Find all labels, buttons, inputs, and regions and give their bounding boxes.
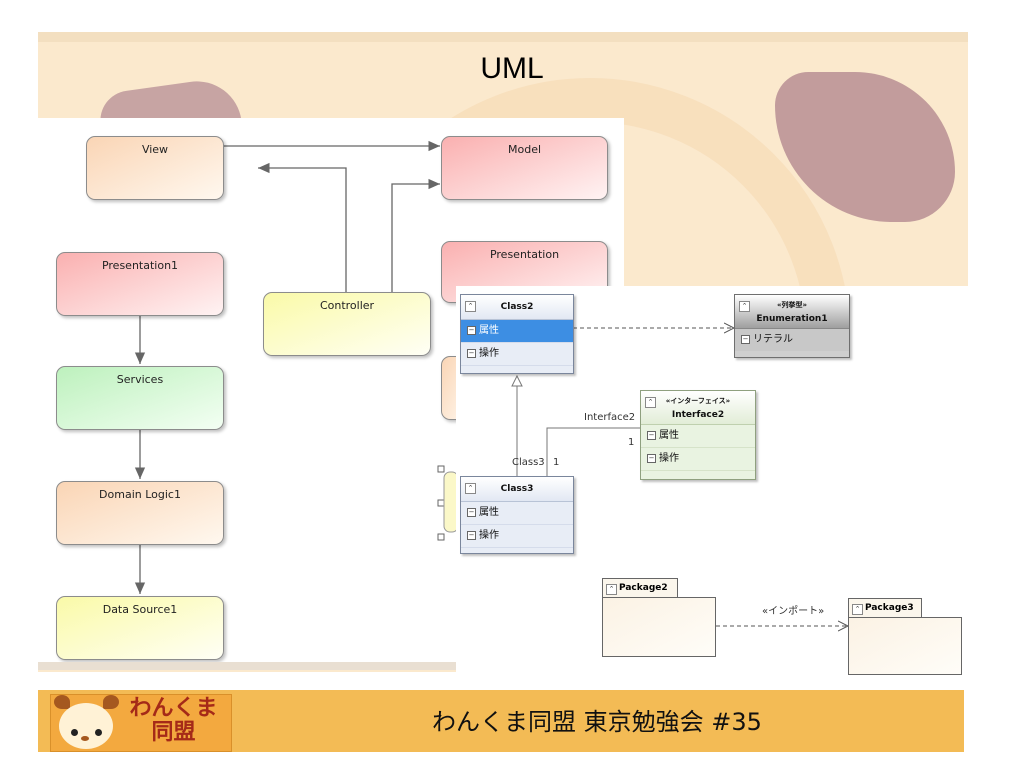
presentation-label: Presentation bbox=[489, 248, 560, 261]
package2-tab[interactable]: ⌃ Package2 bbox=[602, 578, 678, 598]
package3-body[interactable] bbox=[848, 617, 962, 675]
package2-name: Package2 bbox=[619, 583, 668, 593]
package2-body[interactable] bbox=[602, 597, 716, 657]
bear-eye-left bbox=[71, 729, 78, 736]
minus-icon[interactable]: − bbox=[467, 530, 476, 540]
enumeration1-literals-label: リテラル bbox=[753, 334, 793, 345]
model-label: Model bbox=[507, 143, 542, 156]
interface2-stereotype: «インターフェイス» bbox=[665, 397, 731, 405]
logo-line1: わんくま bbox=[129, 696, 218, 721]
bear-logo-icon bbox=[59, 703, 113, 749]
class3-role-label: Class3 bbox=[512, 457, 545, 468]
class3-operations-row[interactable]: −操作 bbox=[461, 525, 573, 548]
interface2-multiplicity-label: 1 bbox=[628, 437, 635, 448]
minus-icon[interactable]: − bbox=[467, 507, 476, 517]
view-box[interactable]: View bbox=[86, 136, 224, 200]
class3-operations-label: 操作 bbox=[479, 530, 499, 541]
presentation1-box[interactable]: Presentation1 bbox=[56, 252, 224, 316]
class3-multiplicity-label: 1 bbox=[553, 457, 560, 468]
class3-interface2-association bbox=[546, 427, 640, 476]
class2-operations-row[interactable]: −操作 bbox=[461, 343, 573, 366]
class2-attributes-label: 属性 bbox=[479, 325, 499, 336]
interface2-header: ⌃ «インターフェイス» Interface2 bbox=[641, 391, 755, 425]
interface2-role-label: Interface2 bbox=[584, 412, 636, 423]
class2-box[interactable]: ⌃ Class2 −属性 −操作 bbox=[460, 294, 574, 374]
enumeration1-literals-row[interactable]: −リテラル bbox=[735, 329, 849, 351]
services-label: Services bbox=[116, 373, 164, 386]
enumeration1-name: Enumeration1 bbox=[756, 314, 828, 324]
package3-name: Package3 bbox=[865, 603, 914, 613]
logo-text: わんくま 同盟 bbox=[121, 697, 226, 745]
presentation1-label: Presentation1 bbox=[101, 259, 179, 272]
domain-logic1-box[interactable]: Domain Logic1 bbox=[56, 481, 224, 545]
minus-icon[interactable]: − bbox=[647, 453, 656, 463]
slide-title: UML bbox=[480, 52, 544, 85]
enumeration1-box[interactable]: ⌃ «列挙型» Enumeration1 −リテラル bbox=[734, 294, 850, 358]
interface2-attributes-label: 属性 bbox=[659, 430, 679, 441]
collapse-icon[interactable]: ⌃ bbox=[465, 301, 476, 312]
services-box[interactable]: Services bbox=[56, 366, 224, 430]
interface2-box[interactable]: ⌃ «インターフェイス» Interface2 −属性 −操作 bbox=[640, 390, 756, 480]
class2-operations-label: 操作 bbox=[479, 348, 499, 359]
controller-box[interactable]: Controller bbox=[263, 292, 431, 356]
collapse-icon[interactable]: ⌃ bbox=[645, 397, 656, 408]
data-source1-label: Data Source1 bbox=[102, 603, 178, 616]
class2-name: Class2 bbox=[500, 302, 534, 312]
bear-ear-left bbox=[54, 695, 70, 709]
class2-header: ⌃ Class2 bbox=[461, 295, 573, 320]
model-box[interactable]: Model bbox=[441, 136, 608, 200]
class3-box[interactable]: ⌃ Class3 −属性 −操作 bbox=[460, 476, 574, 554]
view-label: View bbox=[141, 143, 169, 156]
enumeration1-header: ⌃ «列挙型» Enumeration1 bbox=[735, 295, 849, 329]
collapse-icon[interactable]: ⌃ bbox=[739, 301, 750, 312]
minus-icon[interactable]: − bbox=[741, 334, 750, 344]
interface2-operations-label: 操作 bbox=[659, 453, 679, 464]
import-label: «インポート» bbox=[762, 606, 825, 617]
class3-attributes-label: 属性 bbox=[479, 507, 499, 518]
controller-label: Controller bbox=[319, 299, 375, 312]
interface2-attributes-row[interactable]: −属性 bbox=[641, 425, 755, 448]
bear-nose bbox=[81, 736, 89, 741]
interface2-operations-row[interactable]: −操作 bbox=[641, 448, 755, 471]
enumeration1-stereotype: «列挙型» bbox=[776, 301, 808, 309]
generalization-triangle bbox=[511, 374, 523, 387]
collapse-icon[interactable]: ⌃ bbox=[606, 584, 617, 595]
class3-attributes-row[interactable]: −属性 bbox=[461, 502, 573, 525]
class3-name: Class3 bbox=[500, 484, 534, 494]
domain-logic1-label: Domain Logic1 bbox=[99, 488, 181, 501]
panel-bottom-divider bbox=[38, 662, 456, 670]
minus-icon[interactable]: − bbox=[467, 348, 476, 358]
bear-eye-right bbox=[95, 729, 102, 736]
minus-icon[interactable]: − bbox=[647, 430, 656, 440]
class3-header: ⌃ Class3 bbox=[461, 477, 573, 502]
data-source1-box[interactable]: Data Source1 bbox=[56, 596, 224, 660]
bear-ear-right bbox=[103, 695, 119, 709]
logo-line2: 同盟 bbox=[151, 720, 196, 745]
interface2-name: Interface2 bbox=[671, 410, 725, 420]
collapse-icon[interactable]: ⌃ bbox=[852, 604, 863, 615]
footer-text: わんくま同盟 東京勉強会 #35 bbox=[432, 708, 762, 736]
wankuma-logo: わんくま 同盟 bbox=[50, 694, 232, 752]
controller-to-model-arrow bbox=[391, 178, 440, 292]
controller-to-view-arrow bbox=[258, 162, 347, 292]
slide-top-strip bbox=[38, 32, 968, 42]
minus-icon[interactable]: − bbox=[467, 325, 476, 335]
package3-tab[interactable]: ⌃ Package3 bbox=[848, 598, 922, 618]
class2-attributes-row[interactable]: −属性 bbox=[461, 320, 573, 343]
collapse-icon[interactable]: ⌃ bbox=[465, 483, 476, 494]
